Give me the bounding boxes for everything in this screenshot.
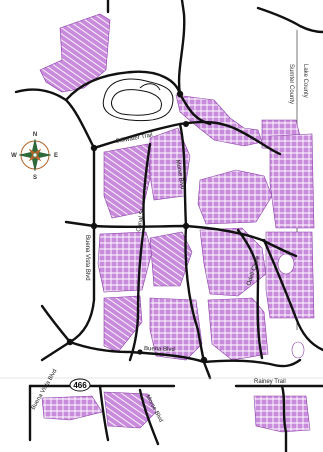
roundabouts [66, 90, 208, 364]
roads [14, 0, 323, 452]
subdivision-center-right [197, 169, 273, 225]
road-odell-circle [236, 228, 264, 360]
roundabout [66, 338, 74, 346]
compass-east-label: E [54, 153, 58, 159]
road-east [262, 238, 323, 352]
roundabout [90, 144, 98, 152]
subdivision-nw [39, 13, 111, 93]
road-south-buena-vista [98, 384, 110, 442]
road-sw-diagonal [40, 304, 72, 362]
subdivision-far-south-right [253, 395, 311, 433]
road-nw-curve [14, 88, 96, 150]
golf-course-loop [102, 78, 174, 122]
label-lake-county: Lake County [302, 64, 308, 98]
roundabout [200, 356, 208, 364]
highway-badge-shape [69, 378, 91, 392]
subdivision-n-east [175, 94, 263, 147]
subdivisions [39, 13, 315, 433]
subdivision-east-ne [269, 133, 315, 229]
compass-north-label: N [33, 132, 37, 138]
pond [277, 253, 295, 275]
subdivision-center-left [103, 143, 151, 219]
road-south-exit [202, 360, 212, 380]
subdivision-far-south-left [41, 395, 103, 421]
label-buena-vista-blvd: Buena Vista Blvd [84, 235, 90, 281]
compass-rose: N S E W [11, 132, 58, 181]
road-stillwater-trail [92, 120, 282, 156]
label-rainey-trail: Rainey Trail [254, 379, 286, 385]
label-sumter-county: Sumter County [288, 64, 294, 104]
compass-center [32, 152, 38, 158]
highway-badge-label: 466 [73, 381, 87, 390]
label-buena-blvd: Buena Blvd [144, 346, 175, 353]
label-canal-st: Canal St [136, 208, 146, 232]
subdivision-w-mid [97, 231, 153, 293]
roundabout [183, 121, 189, 127]
road-ne-top [256, 6, 323, 34]
roundabout [176, 90, 184, 98]
subdivision-s-left [103, 295, 143, 353]
subdivision-mid-right [199, 227, 267, 297]
subdivision-e-mid [265, 231, 315, 319]
roundabout [90, 222, 98, 230]
road-canal-st [128, 142, 152, 362]
label-morse-blvd: Morse Blvd [174, 159, 185, 190]
highway-466-badge: 466 [69, 378, 91, 392]
compass-south-label: S [33, 175, 37, 181]
road-rainey-spur [280, 384, 288, 452]
road-morse-north [177, 0, 186, 96]
compass-west-label: W [11, 153, 17, 159]
subdivision-s-right [207, 297, 269, 361]
road-south-morse [138, 388, 160, 446]
road-buena-vista [68, 146, 96, 344]
roundabout [182, 222, 190, 230]
ponds [277, 253, 305, 359]
roundabout [137, 349, 143, 355]
label-stillwater-trail: Stillwater Trail [115, 133, 153, 145]
road-northern-loop [64, 70, 212, 126]
pond [291, 341, 305, 359]
road-cross-mid [64, 220, 298, 258]
road-morse-center [178, 122, 206, 364]
subdivision-s-center [149, 297, 203, 361]
